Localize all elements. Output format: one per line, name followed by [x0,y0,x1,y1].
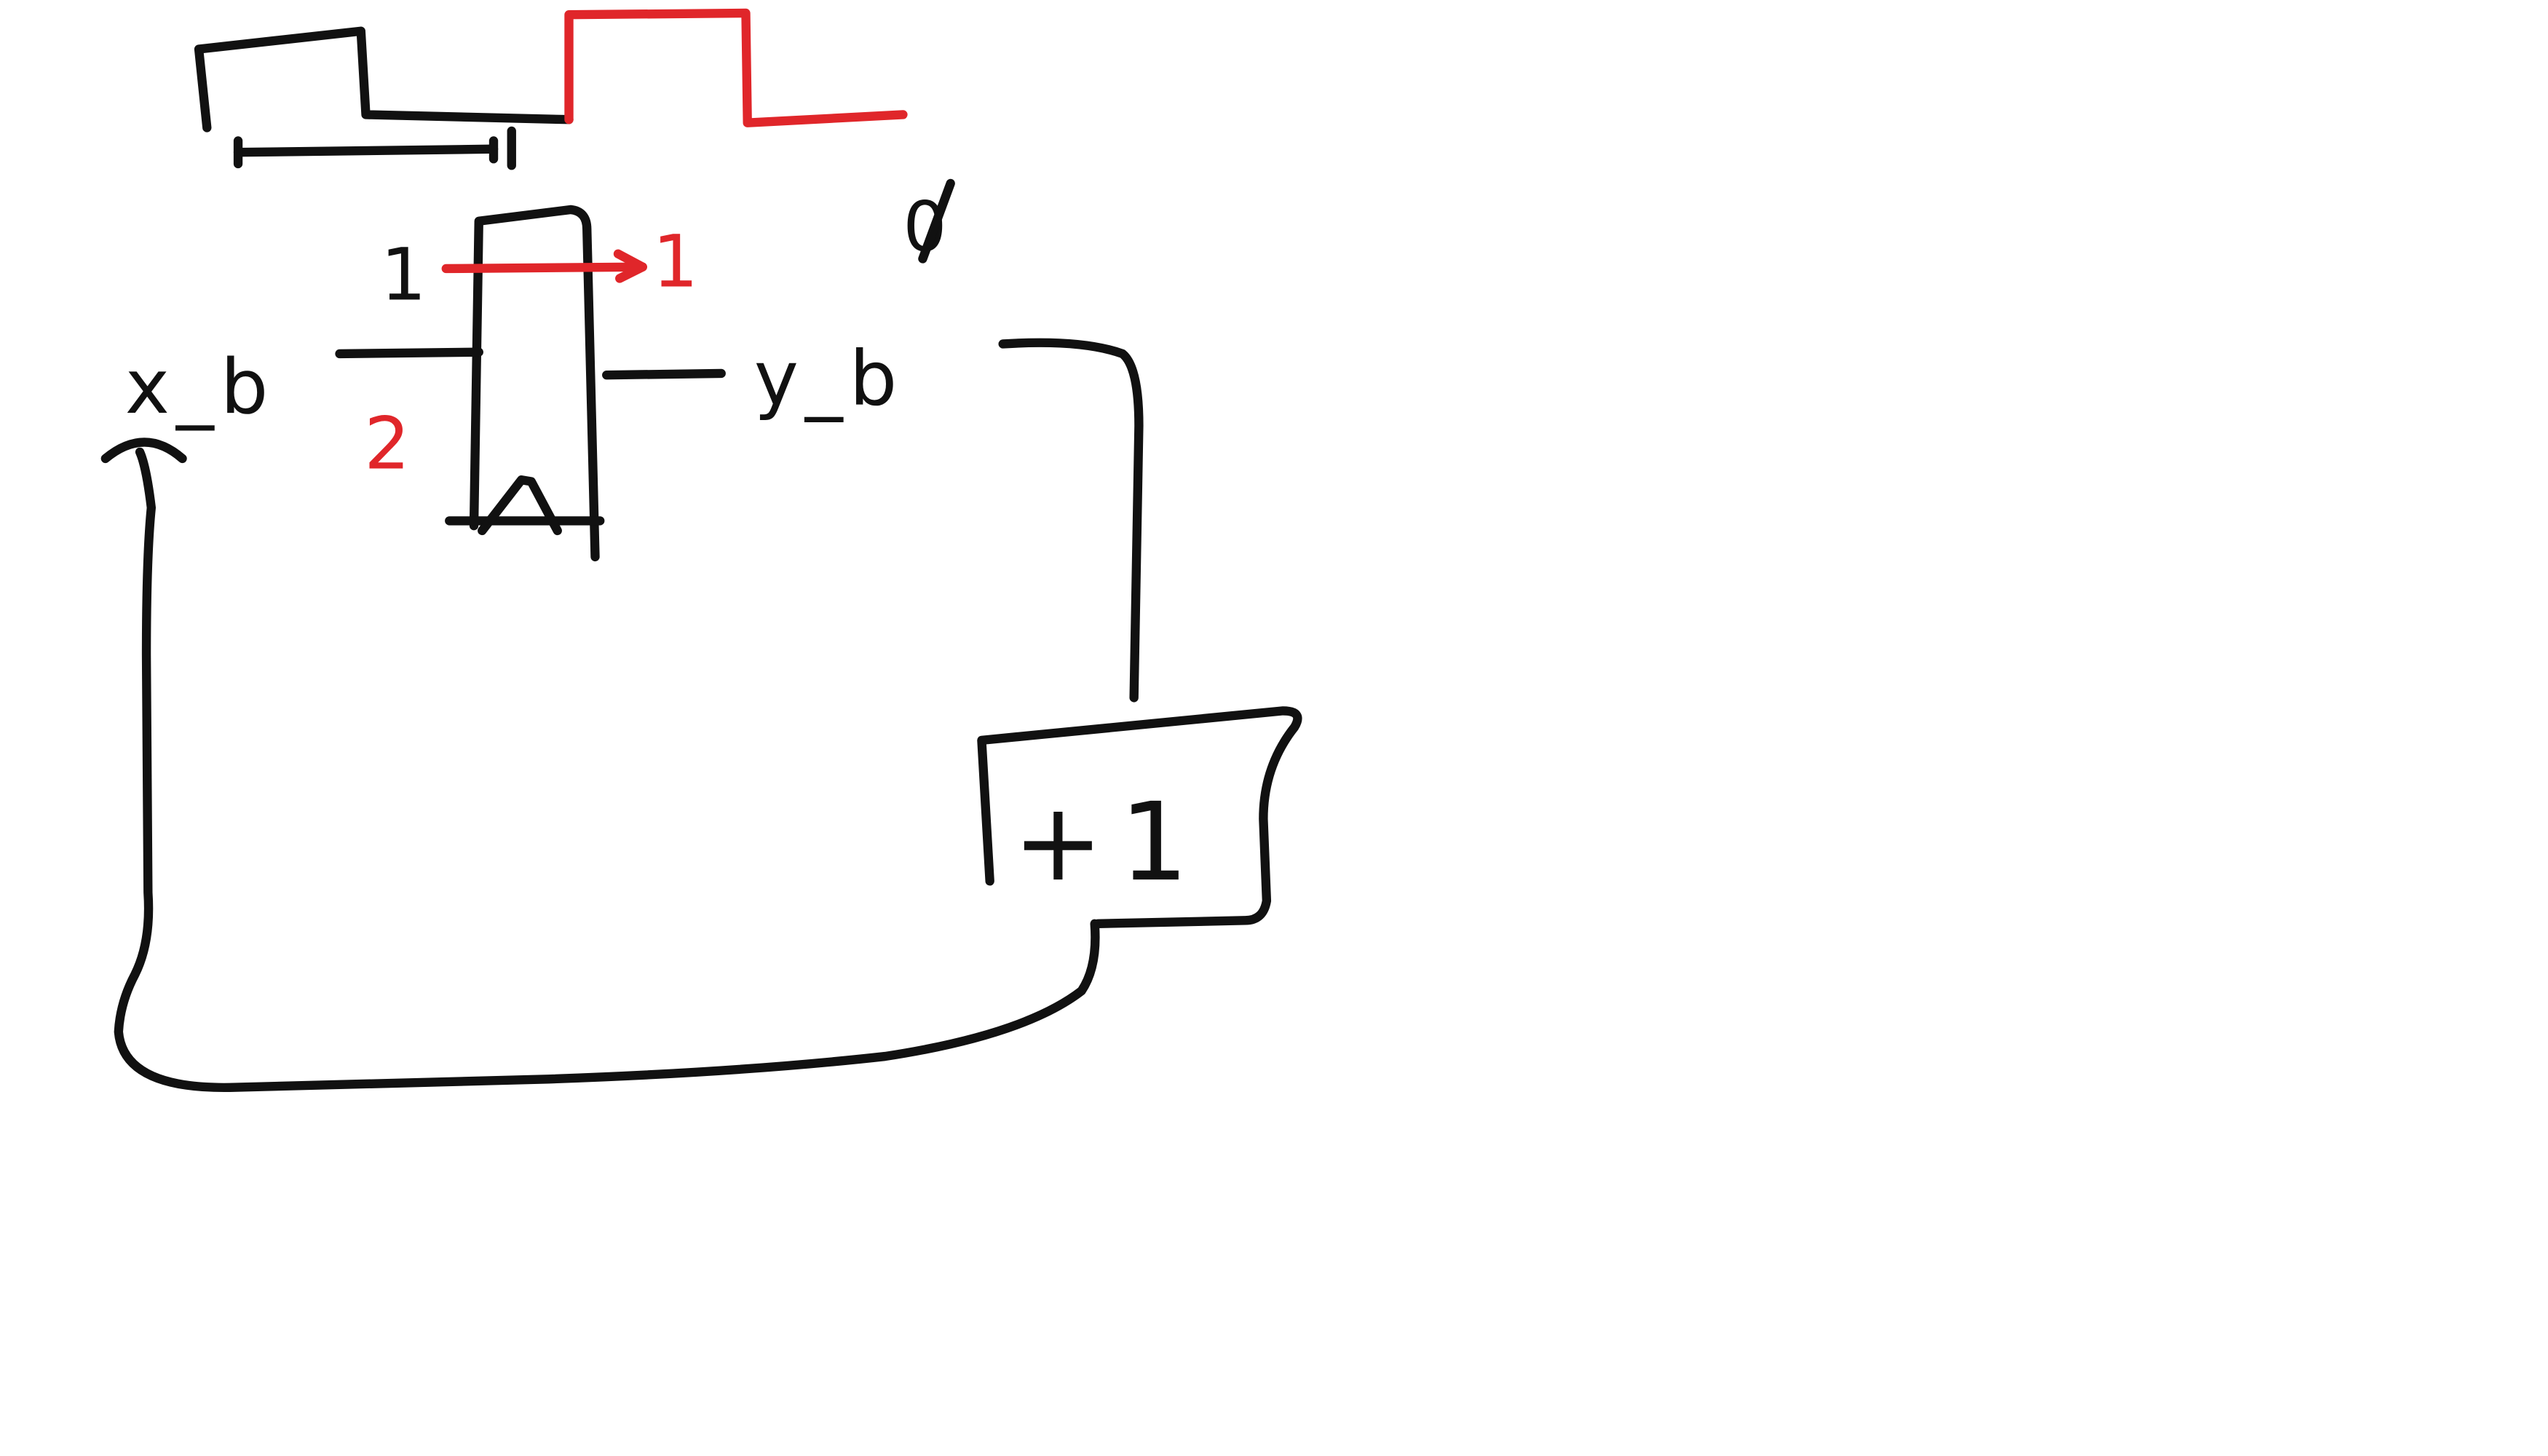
time-axis [233,126,516,170]
input-value-after: 2 [364,402,410,486]
time-axis-line [233,144,499,157]
clock-waveform-next-phase [564,8,908,127]
labels: x_b y_b 0 1 2 1 1 [125,178,955,486]
adder-label: +1 [1013,780,1205,906]
adder-to-input-wire [114,447,1100,1093]
adder: +1 [977,706,1302,929]
arrowhead-up-icon [100,438,187,464]
register-box [469,205,600,562]
register-output-wire [602,368,726,380]
output-value-after: 1 [652,221,698,304]
input-value-before: 1 [381,234,427,317]
triangle-clock-icon [478,475,562,536]
register-transfer-arrowhead-icon [613,249,647,283]
output-initial-value-slash [918,178,955,264]
adder-box [977,706,1302,929]
output-to-adder-wire [998,338,1144,703]
input-signal-label: x_b [125,344,275,431]
output-signal-label: y_b [754,336,904,423]
register [335,205,726,562]
register-transfer-arrow [441,262,647,274]
register-input-wire [335,347,483,359]
feedback-path [100,338,1144,1093]
clock-waveform-low-phase [194,26,574,132]
timing-diagram [194,8,908,170]
